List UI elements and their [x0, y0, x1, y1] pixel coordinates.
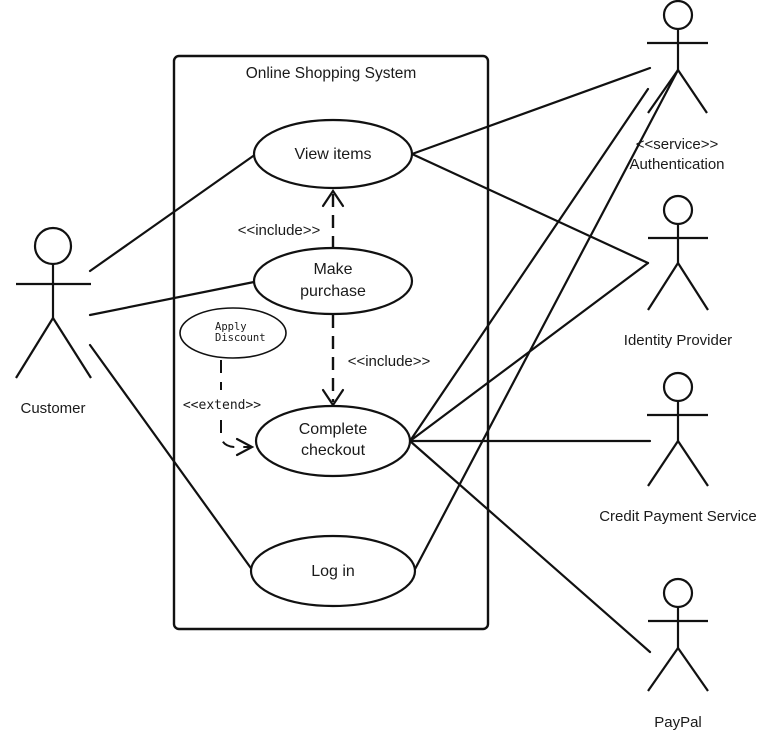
assoc-log-in-authentication[interactable]	[412, 68, 680, 573]
include-label-1: <<include>>	[238, 222, 321, 239]
use-case-label-line-2: checkout	[301, 442, 366, 459]
use-case-label-line-1: Make	[313, 261, 352, 278]
stick-figure-icon	[647, 371, 709, 487]
use-case-label: Log in	[311, 563, 355, 580]
include-make-purchase-view-items[interactable]	[321, 189, 345, 249]
system-title: Online Shopping System	[246, 65, 417, 82]
assoc-view-items-identity-provider[interactable]	[410, 152, 650, 265]
arrowhead-icon	[321, 189, 345, 208]
assoc-customer-view-items[interactable]	[88, 152, 258, 273]
use-case-label: View items	[294, 146, 371, 163]
use-case-label-line-1: Complete	[299, 421, 368, 438]
actor-customer[interactable]	[15, 226, 92, 379]
actor-authentication-stereotype: <<service>>	[636, 136, 719, 153]
arrowhead-icon	[235, 437, 255, 457]
actor-authentication-label: Authentication	[629, 156, 724, 173]
use-case-complete-checkout[interactable]: Complete checkout	[254, 404, 412, 478]
extend-label: <<extend>>	[183, 398, 261, 413]
stick-figure-icon	[647, 0, 708, 114]
actor-authentication[interactable]	[647, 0, 708, 114]
assoc-view-items-authentication[interactable]	[410, 66, 652, 156]
use-case-log-in[interactable]: Log in	[249, 534, 417, 608]
associations	[88, 66, 680, 654]
use-case-make-purchase[interactable]: Make purchase	[252, 246, 414, 316]
assoc-customer-make-purchase[interactable]	[88, 280, 256, 317]
actor-identity-provider[interactable]	[647, 194, 709, 311]
extend-apply-discount-checkout[interactable]	[220, 360, 255, 457]
actor-paypal[interactable]	[647, 577, 709, 692]
assoc-customer-log-in[interactable]	[88, 343, 255, 573]
actor-paypal-label: PayPal	[654, 714, 702, 731]
include-label-2: <<include>>	[348, 353, 431, 370]
stick-figure-icon	[647, 194, 709, 311]
use-case-label-line-1: Apply	[215, 321, 247, 333]
actor-credit-payment-service[interactable]	[647, 371, 709, 487]
use-case-apply-discount[interactable]: Apply Discount	[179, 307, 287, 359]
actor-identity-provider-label: Identity Provider	[624, 332, 732, 349]
actor-credit-payment-service-label: Credit Payment Service	[599, 508, 757, 525]
assoc-checkout-authentication[interactable]	[408, 87, 650, 443]
assoc-checkout-paypal[interactable]	[408, 439, 652, 654]
system-boundary[interactable]	[172, 54, 490, 631]
stick-figure-icon	[647, 577, 709, 692]
stick-figure-icon	[15, 226, 92, 379]
use-case-label-line-2: purchase	[300, 283, 366, 300]
use-case-view-items[interactable]: View items	[252, 118, 414, 190]
actor-customer-label: Customer	[20, 400, 85, 417]
use-case-label-line-2: Discount	[215, 332, 266, 344]
